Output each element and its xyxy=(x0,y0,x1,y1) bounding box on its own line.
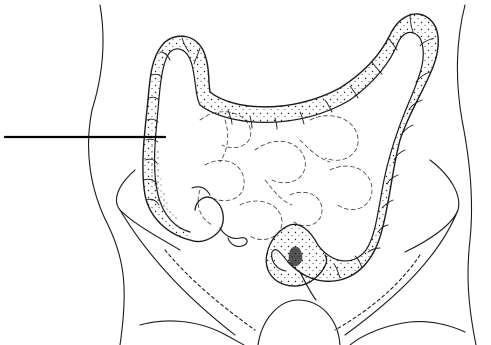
pubic-bone-right xyxy=(350,322,465,345)
small-intestine-loops xyxy=(198,112,372,240)
cecum xyxy=(190,197,223,241)
left-flank-outline xyxy=(89,5,125,345)
appendix xyxy=(220,228,247,247)
large-intestine xyxy=(143,14,438,300)
descending-colon-inner xyxy=(318,95,412,261)
pelvic-inlet-right xyxy=(345,210,458,335)
right-iliac-crest xyxy=(405,160,459,252)
inguinal-line-left xyxy=(165,250,255,330)
bladder-outline xyxy=(258,300,340,345)
right-flank-outline xyxy=(457,5,476,345)
pubic-bone-left xyxy=(140,321,244,345)
ileocecal-junction xyxy=(192,187,210,195)
